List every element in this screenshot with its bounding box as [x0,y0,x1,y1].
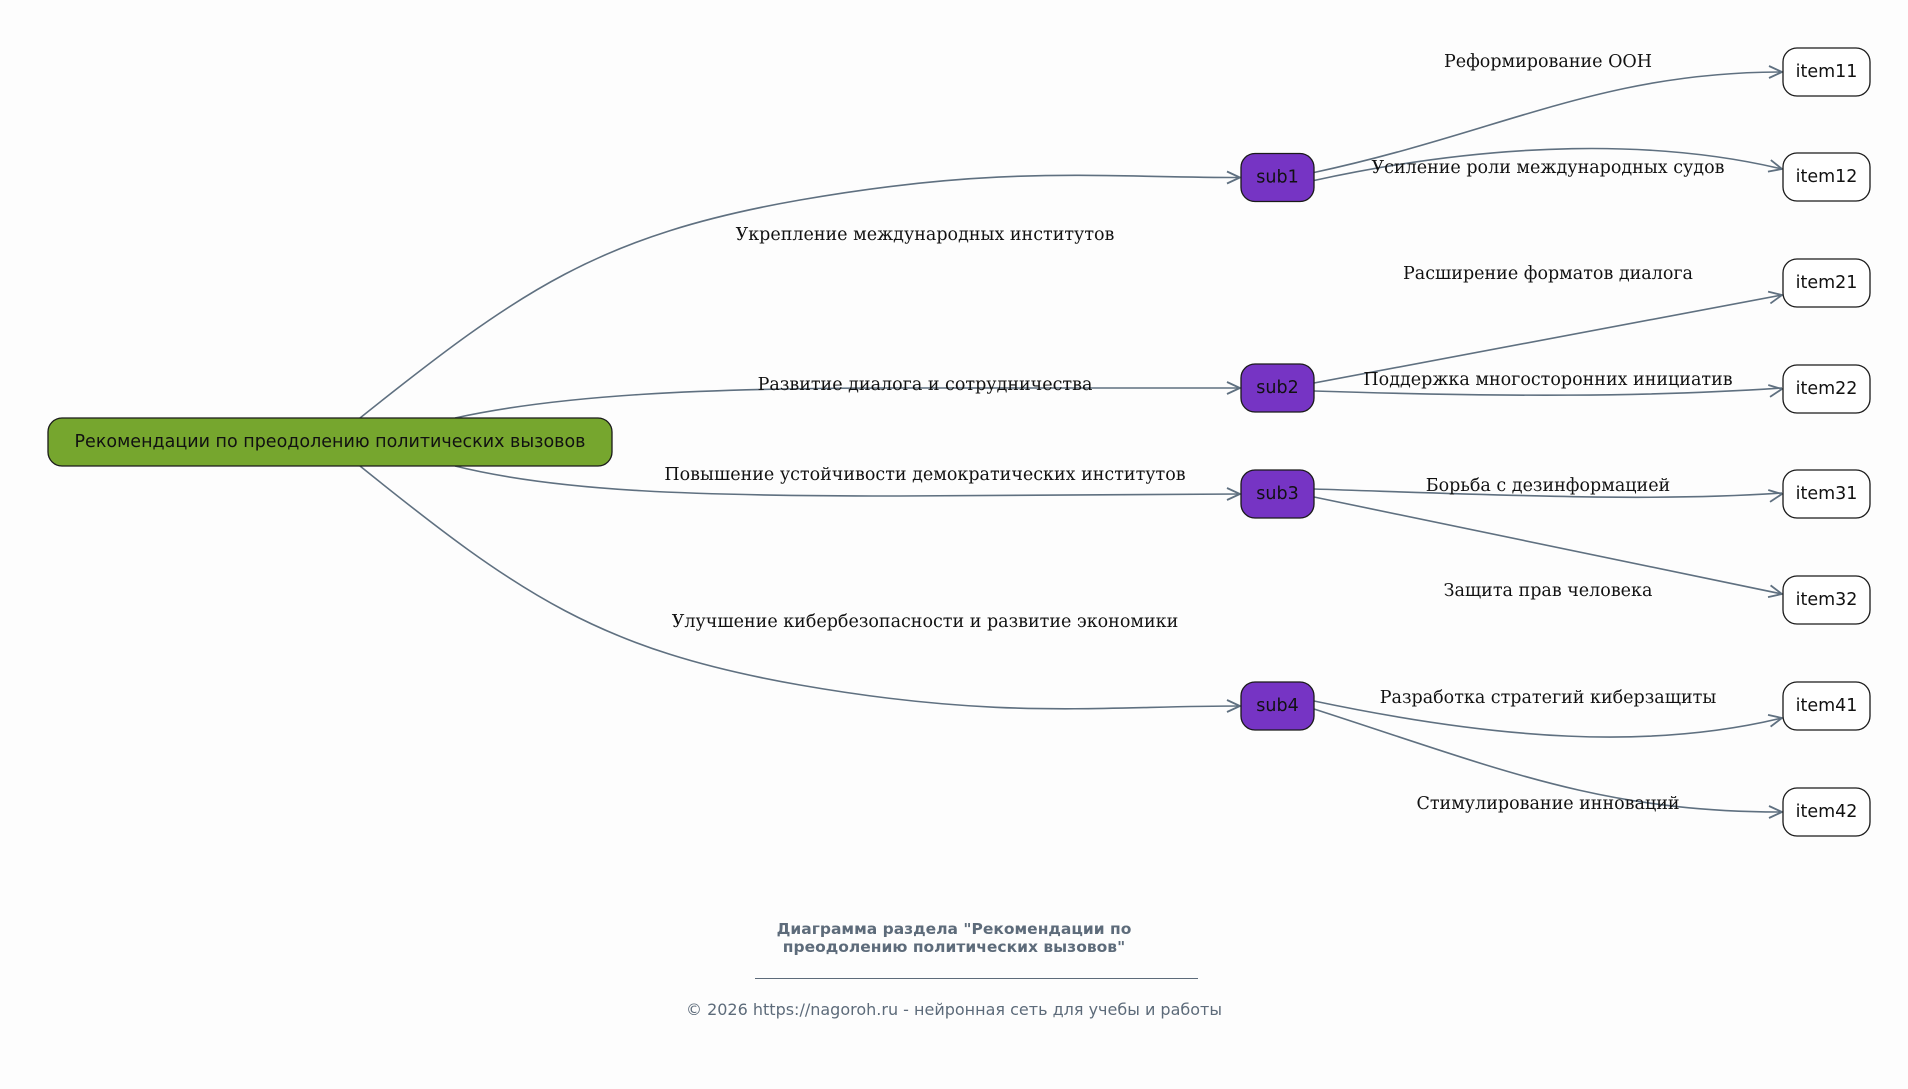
node-sub4-box [1240,681,1315,731]
edge-root-sub2 [454,387,1240,419]
node-item41[interactable]: item41 [1782,681,1871,731]
node-item22[interactable]: item22 [1782,364,1871,414]
node-sub2-box [1240,363,1315,413]
edge-sub3-item32 [1313,496,1783,595]
edge-sub3-item31 [1313,488,1783,499]
node-item12-label: item12 [1796,167,1858,187]
node-item11-label: item11 [1796,62,1858,82]
edge-sub2-item21 [1313,294,1783,384]
node-item31-label: item31 [1796,484,1858,504]
node-item31-box [1782,469,1871,519]
edge-root-sub1-arrowhead [1226,170,1243,185]
node-sub2[interactable]: sub2 [1240,363,1315,413]
node-item42-box [1782,787,1871,837]
edges-layer [359,65,1785,819]
edge-root-sub1 [359,174,1241,419]
node-item22-box [1782,364,1871,414]
node-item11-box [1782,47,1871,97]
node-root[interactable]: Рекомендации по преодолению политических… [47,417,613,467]
edge-root-sub4 [359,465,1241,710]
node-item31[interactable]: item31 [1782,469,1871,519]
node-item32[interactable]: item32 [1782,575,1871,625]
node-item21-box [1782,258,1871,308]
edge-label-item12: Усиление роли международных судов [1372,158,1725,178]
edge-label-sub1: Укрепление международных институтов [736,225,1115,245]
node-item32-box [1782,575,1871,625]
node-item41-box [1782,681,1871,731]
edge-sub1-item11-arrowhead [1768,65,1785,79]
edge-root-sub2-arrowhead [1226,381,1243,395]
node-sub1[interactable]: sub1 [1240,152,1315,203]
edge-root-sub3 [454,465,1241,497]
edge-sub1-item12-arrowhead [1767,159,1785,173]
edge-label-item11: Реформирование ООН [1444,52,1652,72]
node-item12-box [1782,152,1871,202]
node-item22-label: item22 [1796,379,1858,399]
edge-label-sub3: Повышение устойчивости демократических и… [664,465,1185,485]
edge-sub4-item42-arrowhead [1768,805,1785,819]
edge-sub3-item31-arrowhead [1767,489,1785,503]
edge-sub1-item11 [1313,71,1783,174]
edge-sub4-item41-arrowhead [1767,714,1785,728]
node-item42-label: item42 [1796,802,1858,822]
node-item42[interactable]: item42 [1782,787,1871,837]
edge-root-sub4-arrowhead [1226,699,1243,713]
caption-line-1: Диаграмма раздела "Рекомендации по [776,920,1132,938]
edge-label-item31: Борьба с дезинформацией [1426,476,1670,496]
copyright-link[interactable]: © 2026 https://nagoroh.ru - нейронная се… [685,1000,1222,1019]
node-item12[interactable]: item12 [1782,152,1871,202]
node-sub3-box [1240,469,1315,519]
node-item21-label: item21 [1796,273,1858,293]
node-root-label: Рекомендации по преодолению политических… [75,432,586,452]
node-sub3-label: sub3 [1256,484,1298,504]
edge-label-item21: Расширение форматов диалога [1403,264,1693,284]
node-item41-label: item41 [1796,696,1858,716]
edge-sub3-item32-arrowhead [1767,584,1785,598]
node-sub2-label: sub2 [1256,378,1298,398]
node-sub1-box [1240,152,1315,203]
edge-label-sub4: Улучшение кибербезопасности и развитие э… [672,612,1179,632]
edge-labels-layer: Укрепление международных институтов Рефор… [664,52,1732,814]
edge-label-item32: Защита прав человека [1444,581,1653,601]
edge-sub4-item42 [1313,708,1783,813]
node-item21[interactable]: item21 [1782,258,1871,308]
caption-divider [755,978,1198,979]
edge-label-sub2: Развитие диалога и сотрудничества [758,375,1093,395]
edge-label-item42: Стимулирование инноваций [1416,794,1679,814]
node-sub4-label: sub4 [1256,696,1298,716]
edge-sub2-item21-arrowhead [1767,290,1785,305]
node-sub1-label: sub1 [1256,168,1298,188]
node-sub4[interactable]: sub4 [1240,681,1315,731]
edge-sub2-item22 [1313,387,1783,396]
edge-root-sub3-arrowhead [1226,487,1243,501]
edge-sub4-item41 [1313,700,1783,738]
node-item11[interactable]: item11 [1782,47,1871,97]
node-item32-label: item32 [1796,590,1858,610]
node-sub3[interactable]: sub3 [1240,469,1315,519]
nodes-layer: item11 item12 sub1 item21 item22 sub2 item31 it… [47,47,1871,837]
edge-sub2-item22-arrowhead [1767,384,1785,398]
diagram-caption: Диаграмма раздела "Рекомендации по преод… [0,920,1908,956]
edge-label-item22: Поддержка многосторонних инициатив [1363,370,1732,390]
node-root-box [47,417,613,467]
edge-label-item41: Разработка стратегий киберзащиты [1380,688,1717,708]
edge-sub1-item12 [1313,147,1783,182]
caption-line-2: преодолению политических вызовов" [782,938,1126,956]
